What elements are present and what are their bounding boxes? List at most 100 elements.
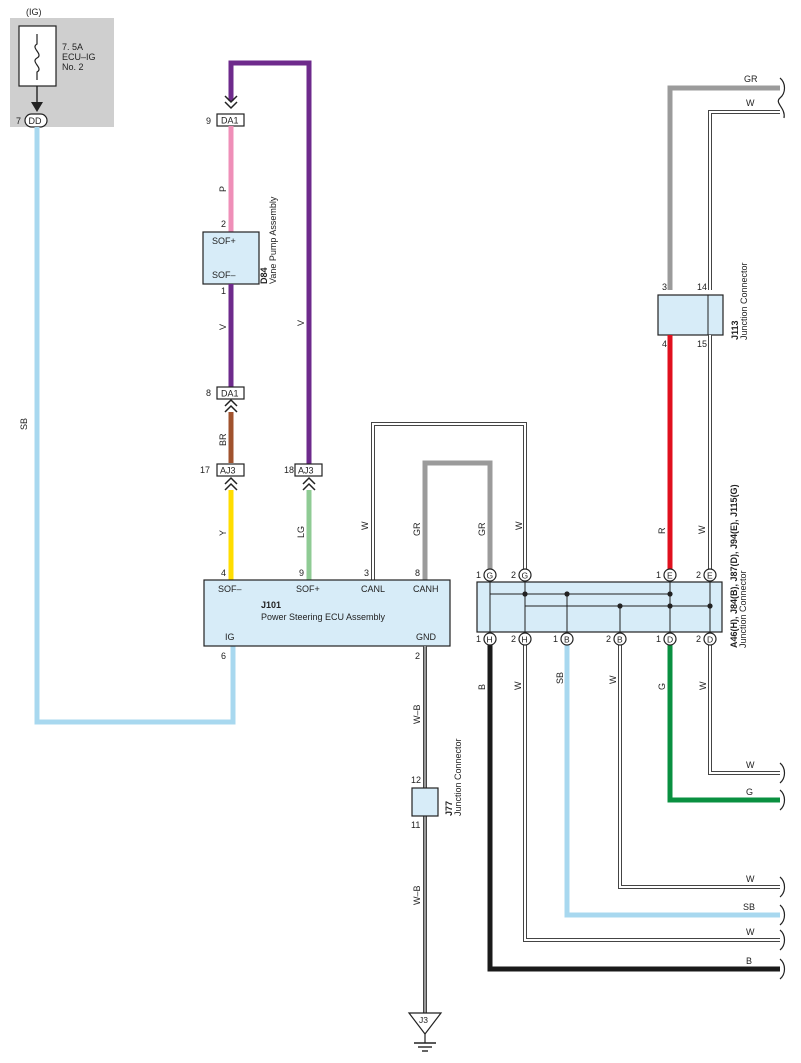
da1-top-label: DA1	[221, 116, 239, 126]
jc-top-letter: G	[487, 571, 494, 581]
edge-label-sb: SB	[743, 902, 755, 912]
wave-break-icon	[779, 762, 786, 784]
wave-break-icon	[779, 789, 786, 811]
connector-chevron-icon	[302, 476, 316, 491]
pump-code: D84	[259, 267, 269, 284]
wave-break-icon	[779, 904, 786, 926]
j77-code: J77	[444, 801, 454, 816]
wire-label-v1: V	[218, 324, 228, 330]
j113-box	[657, 294, 724, 336]
wire-v-loop	[228, 60, 312, 468]
fuse-pin: 7	[16, 116, 21, 126]
jc-bottom-letter: B	[564, 635, 570, 645]
edge-label-w3: W	[746, 927, 755, 937]
wire-label-wb2: W–B	[412, 885, 422, 905]
wave-break-icon	[779, 929, 786, 951]
wire-gr-top	[667, 85, 780, 290]
ecu-pin-sofm: 4	[221, 568, 226, 578]
wire-sb-ig	[34, 127, 236, 725]
j77-name: Junction Connector	[453, 738, 463, 816]
jc-top-letter: E	[707, 571, 713, 581]
ecu-term-gnd: GND	[416, 632, 437, 642]
ecu-name: Power Steering ECU Assembly	[261, 612, 386, 622]
jc-main-codes: A46(H), J84(B), J87(D), J94(E), J115(G)	[729, 484, 739, 648]
edge-label-b: B	[746, 956, 752, 966]
connector-aj3-right	[294, 463, 323, 477]
jc-bottom-letter: D	[667, 635, 673, 645]
da1-bottom-label: DA1	[221, 389, 239, 399]
jc-bottom-pin: 2	[511, 634, 516, 644]
wire-label-gr-jc: GR	[477, 522, 487, 536]
pump-term-bottom: SOF–	[212, 270, 236, 280]
aj3-right-pin: 18	[284, 465, 294, 475]
wire-w-h2	[524, 645, 780, 941]
wire-g	[667, 645, 780, 803]
wave-break-icon	[779, 958, 786, 980]
j77-pin-top: 12	[411, 775, 421, 785]
aj3-left-label: AJ3	[220, 466, 236, 476]
jc-top-pin: 1	[476, 570, 481, 580]
edge-label-gr-top: GR	[744, 74, 758, 84]
ground-label: J3	[419, 1015, 428, 1025]
ecu-term-sofm: SOF–	[218, 584, 242, 594]
jc-top-pins: 1 G 2 G 1 E 2 E	[476, 568, 717, 582]
j113-code: J113	[730, 320, 740, 340]
da1-top-pin: 9	[206, 116, 211, 126]
wire-label-g-d1: G	[657, 683, 667, 690]
vane-pump-box	[202, 231, 260, 285]
ecu-code: J101	[261, 600, 281, 610]
j77-pin-bottom: 11	[411, 820, 420, 830]
ecu-term-sofp: SOF+	[296, 584, 320, 594]
wire-label-w-canl: W	[360, 521, 370, 530]
fuse-name-2: No. 2	[62, 62, 84, 72]
wire-label-y: Y	[218, 530, 228, 536]
pump-name: Vane Pump Assembly	[268, 196, 278, 284]
connector-da1-bottom	[216, 386, 245, 400]
ecu-term-canl: CANL	[361, 584, 385, 594]
edge-label-w2: W	[746, 874, 755, 884]
pump-pin-top: 2	[221, 219, 226, 229]
wire-label-r: R	[657, 527, 667, 534]
jc-top-letter: E	[667, 571, 673, 581]
jc-bottom-pin: 2	[606, 634, 611, 644]
wire-label-br: BR	[218, 433, 228, 446]
wire-label-sb-b1: SB	[555, 672, 565, 684]
edge-label-w1: W	[746, 760, 755, 770]
connector-chevron-icon	[224, 398, 238, 413]
ecu-pin-sofp: 9	[299, 568, 304, 578]
ecu-term-canh: CANH	[413, 584, 439, 594]
j113-name: Junction Connector	[739, 262, 749, 340]
j113-pin-br: 15	[697, 339, 707, 349]
connector-aj3-left	[216, 463, 245, 477]
ecu-pin-ig: 6	[221, 651, 226, 661]
jc-bottom-pins: 1 H 2 H 1 B 2 B 1 D 2 D	[476, 632, 717, 646]
ground-triangle	[407, 1012, 443, 1035]
wave-break-icon	[779, 876, 786, 898]
fuse-block: (IG) 7. 5A ECU–IG No. 2 7 DD	[10, 7, 114, 128]
jc-bottom-pin: 1	[476, 634, 481, 644]
ecu-term-ig: IG	[225, 632, 235, 642]
ecu-box-j101	[203, 579, 451, 647]
wire-label-v2: V	[296, 320, 306, 326]
jc-bottom-letter: H	[487, 635, 493, 645]
continuation-marks	[777, 77, 786, 980]
aj3-left-pin: 17	[200, 465, 210, 475]
wire-b	[487, 645, 780, 972]
wave-break-icon	[777, 77, 786, 119]
jc-main-name: Junction Connector	[738, 570, 748, 648]
wire-label-b-down: B	[477, 684, 487, 690]
wire-w-b2	[619, 645, 780, 888]
j77-box	[411, 787, 439, 817]
jc-bottom-letter: B	[617, 635, 623, 645]
ecu-pin-canh: 8	[415, 568, 420, 578]
jc-bottom-pin: 2	[696, 634, 701, 644]
wire-label-gr-canh: GR	[412, 522, 422, 536]
jc-top-pin: 1	[656, 570, 661, 580]
wire-label-w-b2: W	[608, 675, 618, 684]
j113-pin-tl: 3	[662, 282, 667, 292]
edge-label-g: G	[746, 787, 753, 797]
connector-dd-label: DD	[29, 116, 42, 126]
jc-bottom-letter: D	[707, 635, 713, 645]
wire-label-p: P	[218, 186, 228, 192]
wire-sb-b1	[564, 645, 780, 918]
